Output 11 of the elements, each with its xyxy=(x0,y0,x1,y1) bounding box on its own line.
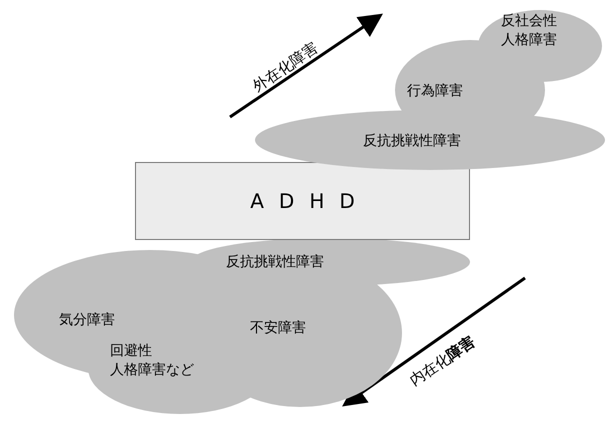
process-box xyxy=(135,162,470,240)
node-label: 行為障害 xyxy=(407,82,463,101)
node-label: 気分障害 xyxy=(59,311,115,330)
node-label: ADHD xyxy=(250,189,370,213)
node-label: 反抗挑戦性障害 xyxy=(363,132,461,151)
node-label: 回避性人格障害など xyxy=(110,342,195,380)
axis-label: 外在化障害 xyxy=(249,38,322,96)
axis-label: 内在化障害 xyxy=(406,332,479,390)
node-label: 反抗挑戦性障害 xyxy=(226,253,324,272)
node-label: 反社会性人格障害 xyxy=(501,12,558,50)
node-label: 不安障害 xyxy=(250,319,306,338)
